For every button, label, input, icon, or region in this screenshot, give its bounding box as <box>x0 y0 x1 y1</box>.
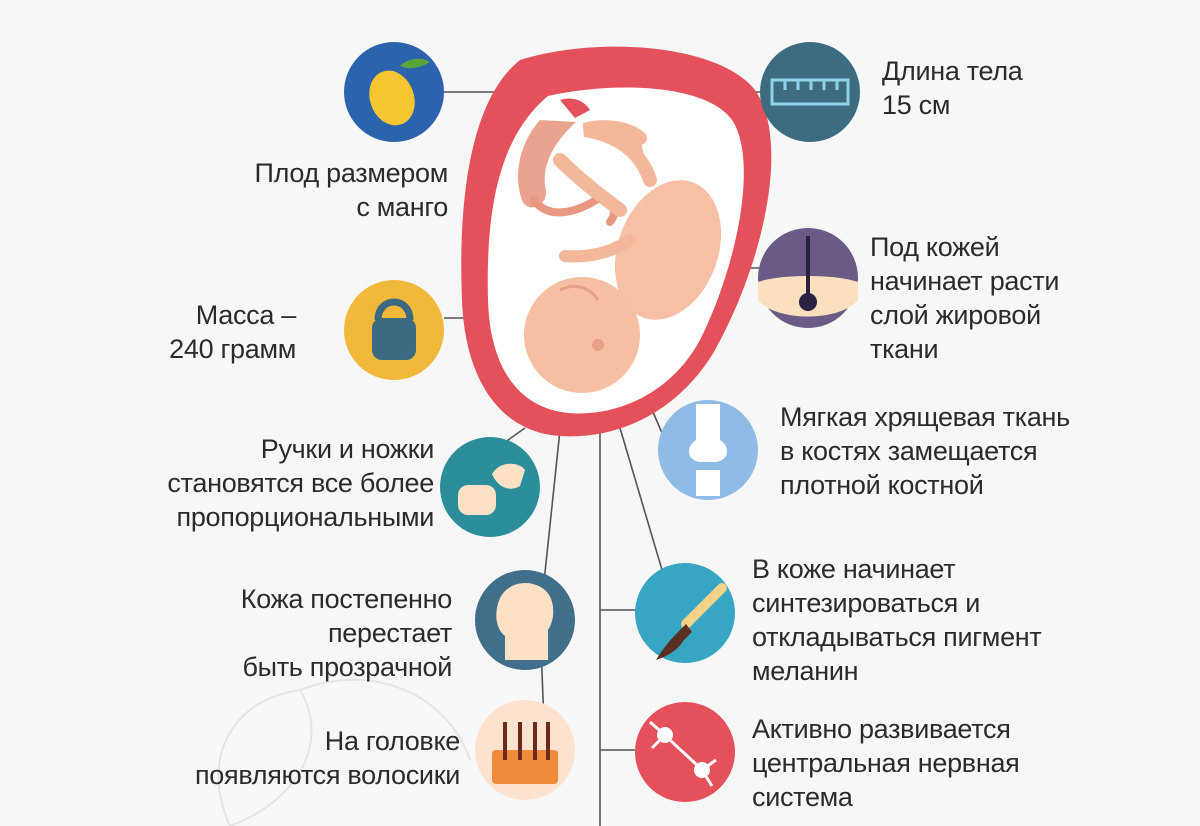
label-mass-line2: 240 грамм <box>169 334 296 364</box>
skin-layer-icon <box>758 228 858 328</box>
neuron-icon <box>635 702 735 802</box>
label-melanin-line1: В коже начинает <box>752 554 956 584</box>
label-length-line2: 15 см <box>882 90 951 120</box>
label-melanin-line2: синтезироваться и <box>752 588 980 618</box>
label-nervous-line3: система <box>752 782 853 812</box>
label-fat-line1: Под кожей <box>870 232 1000 262</box>
label-length: Длина тела 15 см <box>882 54 1023 122</box>
label-limbs-line1: Ручки и ножки <box>260 434 435 464</box>
label-mango: Плод размером с манго <box>254 156 448 224</box>
hand-and-foot-icon <box>440 437 540 537</box>
label-mass-line1: Масса – <box>195 300 297 330</box>
label-nervous-line2: центральная нервная <box>752 748 1020 778</box>
bone-joint-icon <box>658 400 758 500</box>
label-limbs-line2: становятся все более <box>167 468 434 498</box>
label-melanin: В коже начинает синтезироваться и отклад… <box>752 552 1042 688</box>
fetus <box>518 120 722 393</box>
label-nervous-line1: Активно развивается <box>752 714 1011 744</box>
label-melanin-line4: меланин <box>752 656 859 686</box>
label-length-line1: Длина тела <box>882 56 1023 86</box>
label-fat: Под кожей начинает расти слой жировой тк… <box>870 230 1059 366</box>
label-mango-line2: с манго <box>356 192 448 222</box>
label-bones-line2: в костях замещается <box>780 436 1038 466</box>
head-profile-icon <box>475 570 575 670</box>
label-bones-line3: плотной костной <box>780 470 984 500</box>
label-limbs: Ручки и ножки становятся все более пропо… <box>167 432 434 534</box>
label-skin-line1: Кожа постепенно <box>240 584 453 614</box>
label-nervous: Активно развивается центральная нервная … <box>752 712 1020 814</box>
label-limbs-line3: пропорциональными <box>176 502 435 532</box>
label-fat-line4: ткани <box>870 334 939 364</box>
hair-follicle-icon <box>475 700 575 800</box>
label-bones: Мягкая хрящевая ткань в костях замещаетс… <box>780 400 1070 502</box>
label-bones-line1: Мягкая хрящевая ткань <box>780 402 1070 432</box>
label-hair: На головке появляются волосики <box>195 724 460 792</box>
label-mango-line1: Плод размером <box>254 158 448 188</box>
label-skin: Кожа постепенно перестает быть прозрачно… <box>240 582 453 684</box>
label-melanin-line3: откладываться пигмент <box>752 622 1042 652</box>
label-fat-line3: слой жировой <box>870 300 1041 330</box>
watermark <box>217 678 471 826</box>
label-skin-line2: перестает <box>327 618 452 648</box>
mango-icon <box>344 42 444 142</box>
label-fat-line2: начинает расти <box>870 266 1060 296</box>
label-skin-line3: быть прозрачной <box>242 652 452 682</box>
paintbrush-icon <box>635 563 735 663</box>
label-mass: Масса – 240 грамм <box>169 298 296 366</box>
ruler-icon <box>760 42 860 142</box>
kettlebell-icon <box>344 280 444 380</box>
label-hair-line2: появляются волосики <box>194 760 460 790</box>
label-hair-line1: На головке <box>324 726 461 756</box>
